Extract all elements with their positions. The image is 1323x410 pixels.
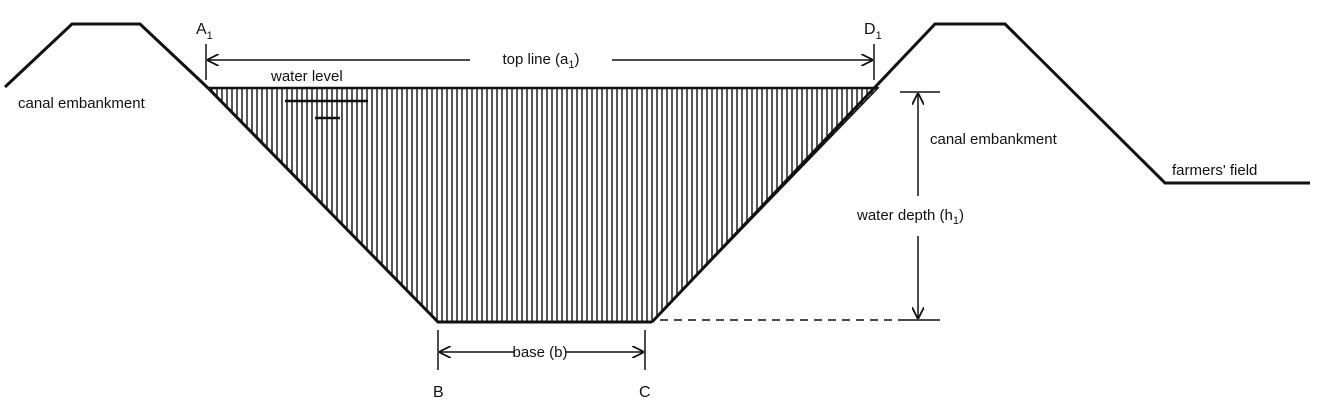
right-embankment-profile [650,22,1310,324]
base-label: base (b) [512,344,567,361]
water-level-label: water level [270,68,343,85]
left-embankment-profile [3,22,652,324]
point-c-label: C [639,384,651,401]
point-a1-label: A1 [196,21,213,42]
point-b-label: B [433,384,444,401]
farmers-field-label: farmers' field [1172,162,1257,179]
point-d1-label: D1 [864,21,882,42]
canal-embankment-right-label: canal embankment [930,131,1058,148]
canal-embankment-left-label: canal embankment [18,95,146,112]
water-body [206,87,880,323]
top-line-label: top line (a1) [503,51,580,71]
water-depth-label: water depth (h1) [856,207,964,227]
